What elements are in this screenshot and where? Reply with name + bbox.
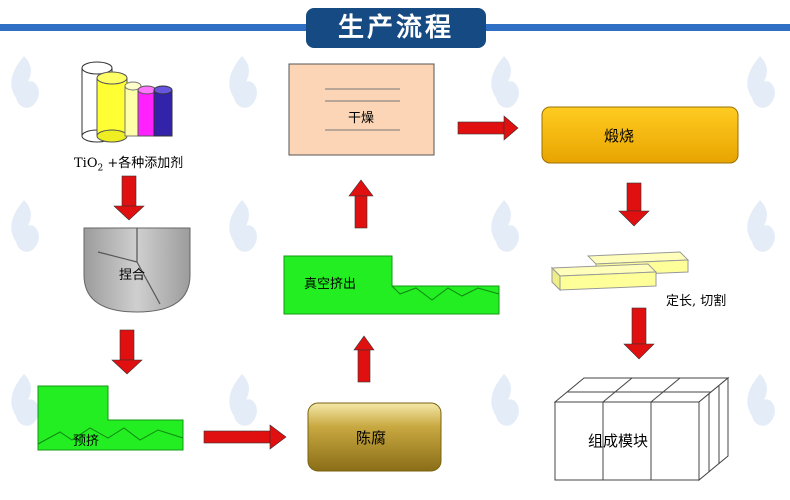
- flame-logo-watermark-icon: [491, 56, 519, 108]
- module-block-icon: [553, 376, 730, 482]
- flow-arrow-down-4-icon: [623, 307, 655, 360]
- aging-box: [307, 402, 442, 472]
- flame-logo-watermark-icon: [229, 56, 257, 108]
- flow-arrow-right-1-icon: [203, 424, 287, 450]
- flame-logo-watermark-icon: [491, 374, 519, 426]
- calcining-box: [541, 106, 739, 164]
- raw-material-label: TiO2 +各种添加剂: [74, 152, 183, 174]
- aging-label: 陈腐: [356, 429, 387, 447]
- cutting-label: 定长, 切割: [666, 294, 727, 309]
- mixing-label: 捏合: [119, 268, 146, 283]
- flame-logo-watermark-icon: [747, 56, 775, 108]
- drying-box: [288, 63, 435, 156]
- flame-logo-watermark-icon: [11, 374, 39, 426]
- flame-logo-watermark-icon: [747, 374, 775, 426]
- vacuum-extrude-label: 真空挤出: [304, 277, 357, 292]
- formula-main: TiO: [74, 156, 98, 171]
- flame-logo-watermark-icon: [747, 200, 775, 252]
- calcining-label: 煅烧: [604, 127, 635, 145]
- flow-arrow-down-3-icon: [618, 182, 650, 227]
- raw-material-cylinders-icon: [81, 61, 173, 143]
- assembly-label: 组成模块: [588, 432, 649, 450]
- vacuum-extrude-shape: [283, 255, 500, 315]
- mixing-bowl-icon: [83, 227, 191, 313]
- page-title: 生产流程: [306, 8, 486, 48]
- flame-logo-watermark-icon: [491, 200, 519, 252]
- flame-logo-watermark-icon: [11, 56, 39, 108]
- flow-arrow-down-1-icon: [113, 175, 145, 221]
- formula-subscript: 2: [97, 163, 104, 174]
- flame-logo-watermark-icon: [11, 200, 39, 252]
- cut-pieces-icon: [550, 251, 690, 292]
- drying-label: 干燥: [348, 111, 375, 126]
- flow-arrow-right-2-icon: [457, 115, 519, 141]
- additives-text: +各种添加剂: [107, 156, 184, 171]
- pre-extrude-label: 预挤: [73, 434, 100, 449]
- flow-arrow-up-2-icon: [348, 179, 374, 229]
- flame-logo-watermark-icon: [229, 200, 257, 252]
- flame-logo-watermark-icon: [229, 374, 257, 426]
- flow-arrow-down-2-icon: [111, 329, 143, 375]
- pre-extrude-shape: [37, 385, 184, 451]
- flow-arrow-up-1-icon: [353, 335, 375, 383]
